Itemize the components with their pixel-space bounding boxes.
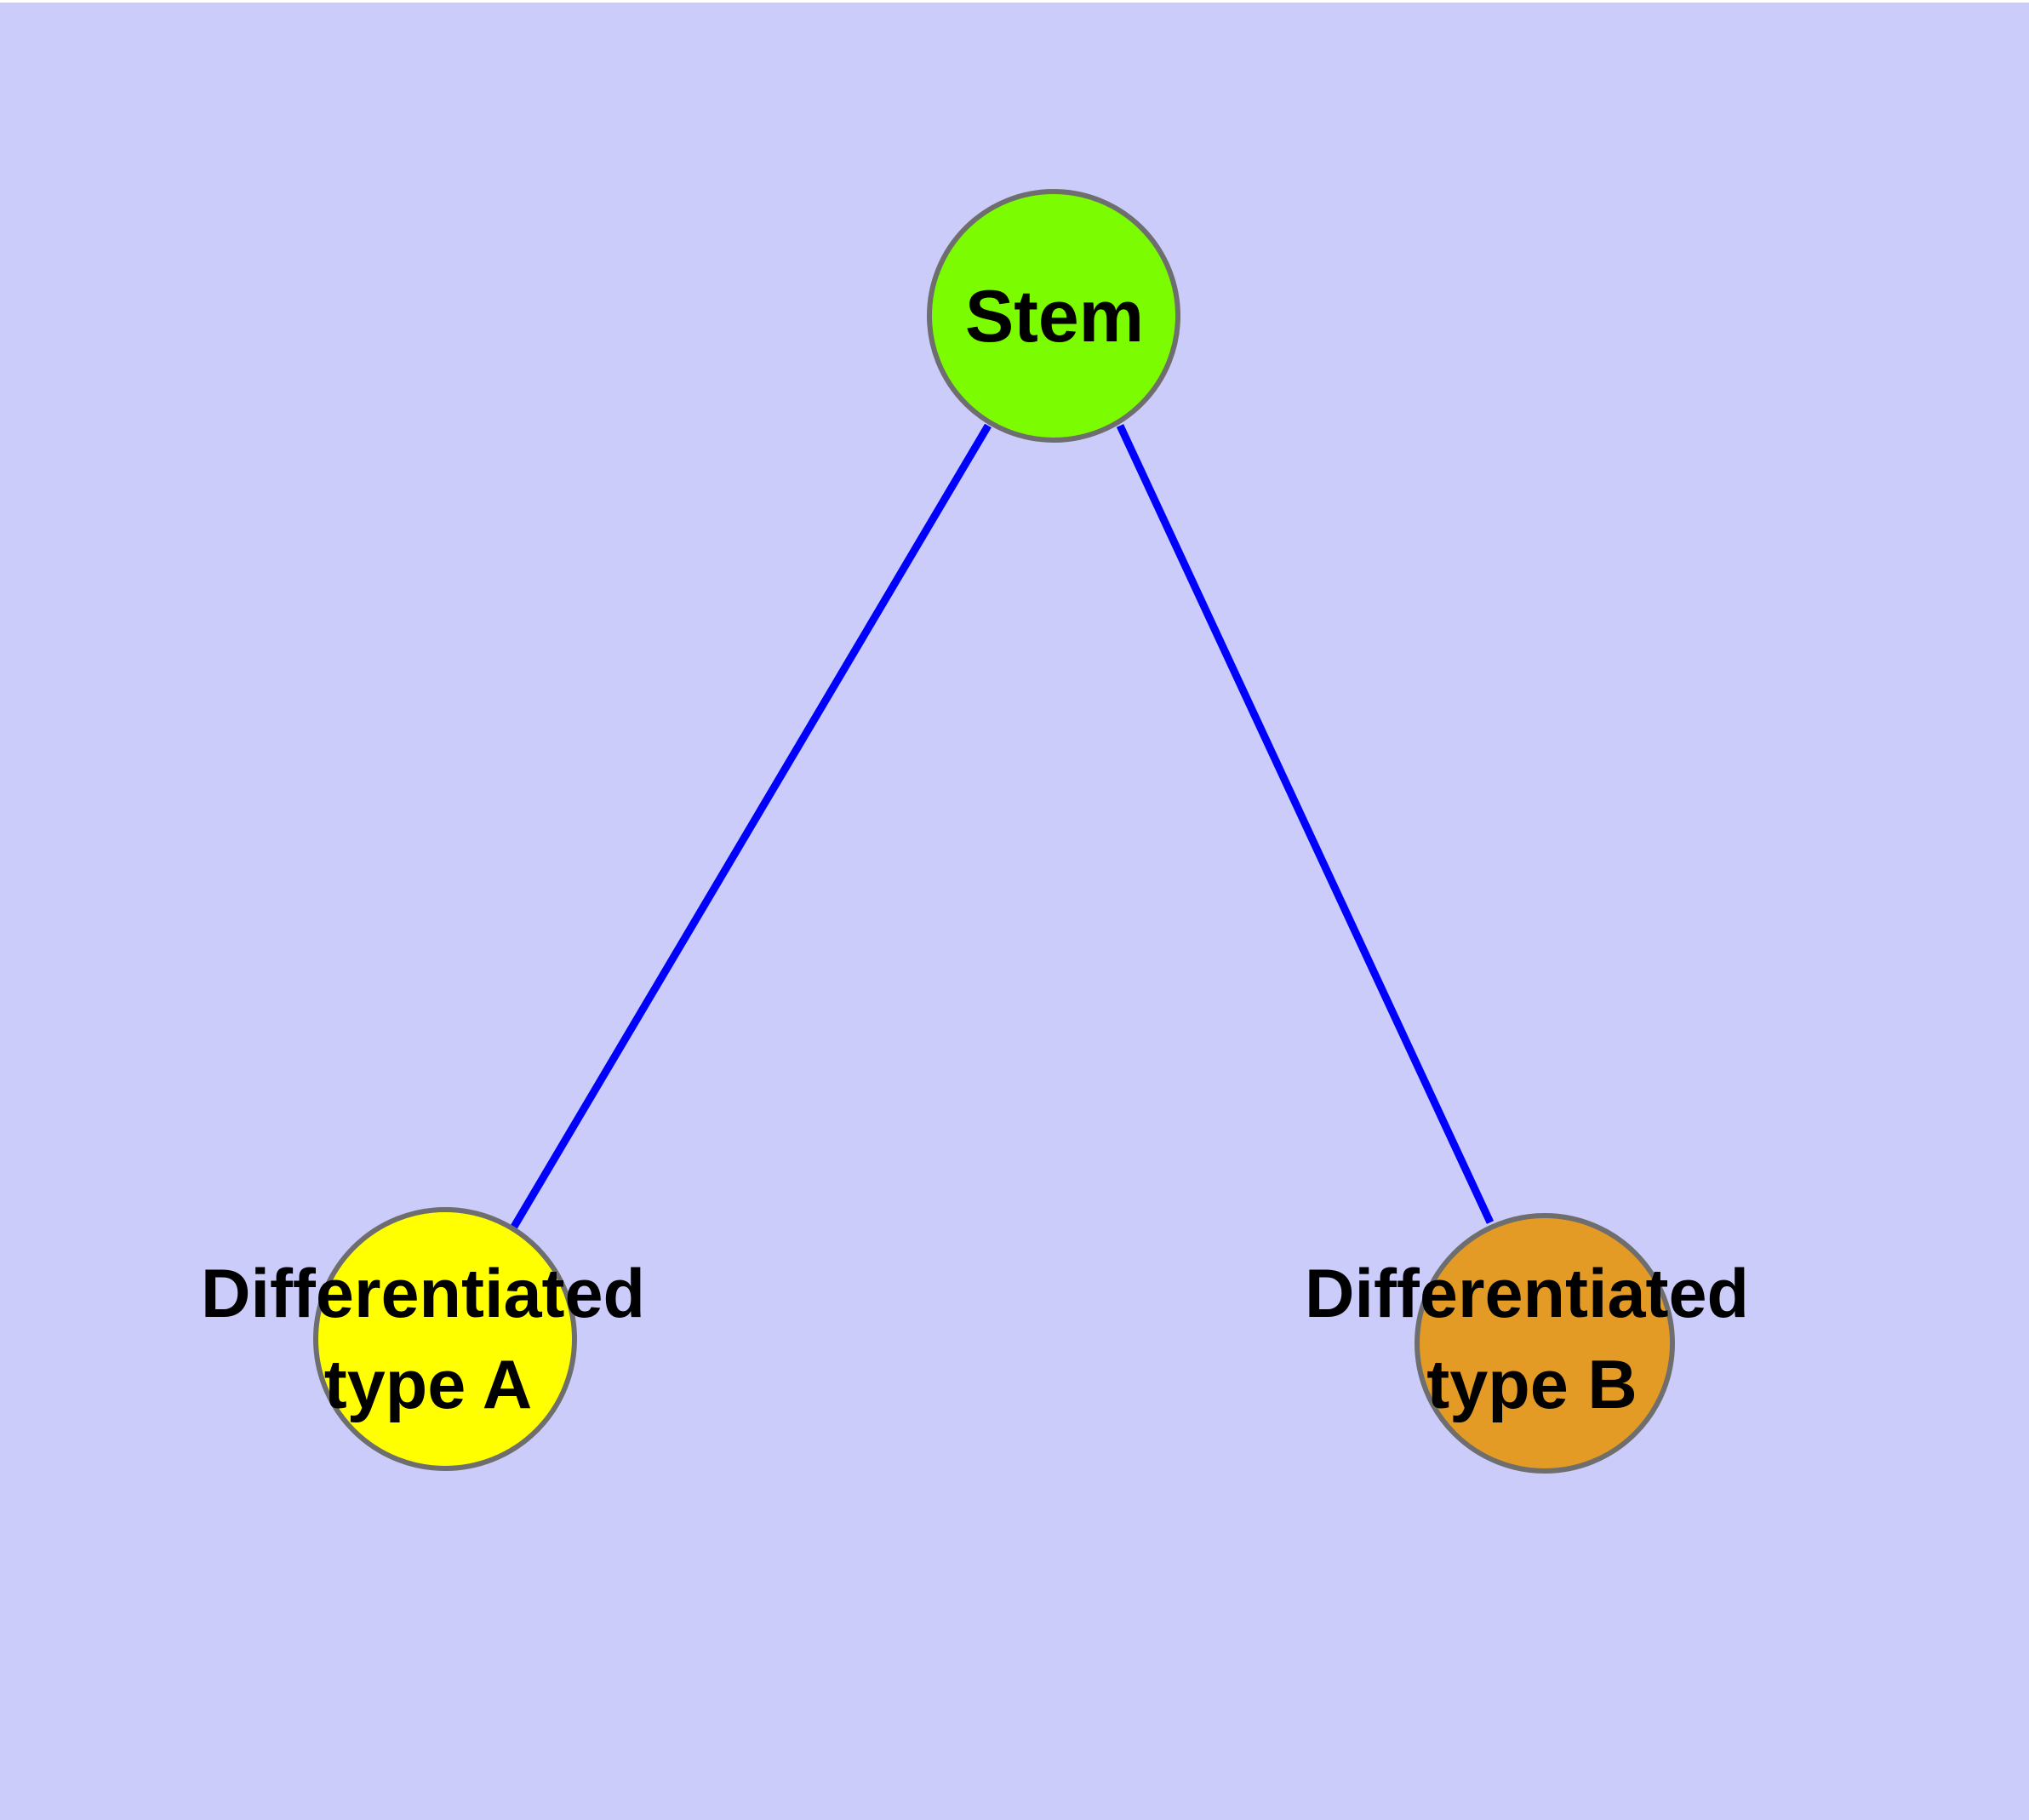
node-differentiated-type-a-label-line1: Differentiated xyxy=(201,1256,645,1332)
node-differentiated-type-b-circle[interactable] xyxy=(1415,1213,1675,1474)
node-differentiated-type-b-label-line1: Differentiated xyxy=(1305,1256,1749,1332)
labels-layer: Stem Differentiated type A Differentiate… xyxy=(201,276,1749,1423)
node-differentiated-type-a-circle[interactable] xyxy=(313,1207,577,1471)
edge-stem-to-differentiated-type-a xyxy=(511,423,992,1229)
node-stem-label: Stem xyxy=(965,276,1144,358)
cell-differentiation-graph: Stem Differentiated type A Differentiate… xyxy=(201,189,1749,1474)
node-differentiated-type-a-label-line2: type A xyxy=(324,1347,533,1423)
graph-background: Stem Differentiated type A Differentiate… xyxy=(0,3,2029,1820)
edge-stem-to-differentiated-type-b xyxy=(1116,424,1495,1224)
node-stem-circle[interactable] xyxy=(927,189,1180,443)
nodes-layer xyxy=(313,189,1675,1474)
node-differentiated-type-b-label-line2: type B xyxy=(1426,1347,1637,1423)
edges-layer xyxy=(511,423,1495,1229)
